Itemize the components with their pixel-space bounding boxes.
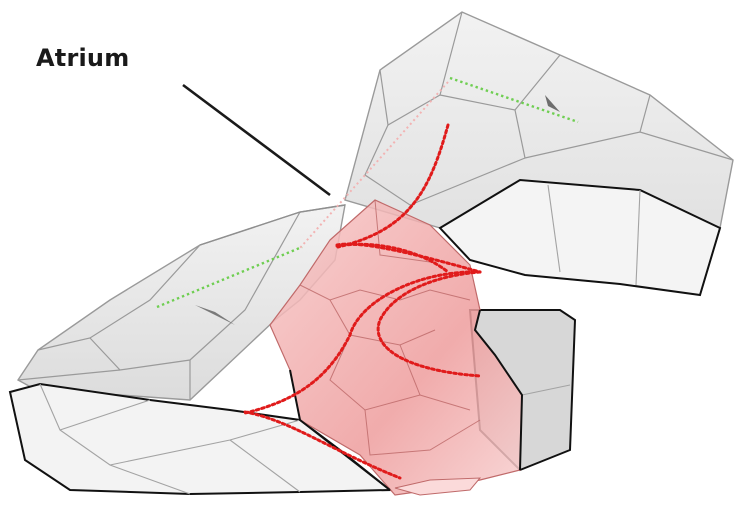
red-path-4 (376, 270, 482, 378)
red-path-6 (335, 242, 450, 274)
label-leader-line (182, 83, 331, 197)
upper-right-lobe (344, 11, 734, 297)
green-path-left (156, 245, 303, 309)
red-paths (243, 123, 482, 480)
red-path-3 (243, 270, 482, 415)
atrium-label: Atrium (36, 44, 130, 72)
red-path-1 (336, 123, 450, 249)
left-lobe-top-edge (199, 204, 346, 246)
red-path-2 (335, 242, 482, 274)
faint-path (299, 81, 449, 249)
red-path-5 (243, 410, 402, 480)
green-path-upper (449, 76, 579, 124)
atrium-body (269, 199, 524, 496)
